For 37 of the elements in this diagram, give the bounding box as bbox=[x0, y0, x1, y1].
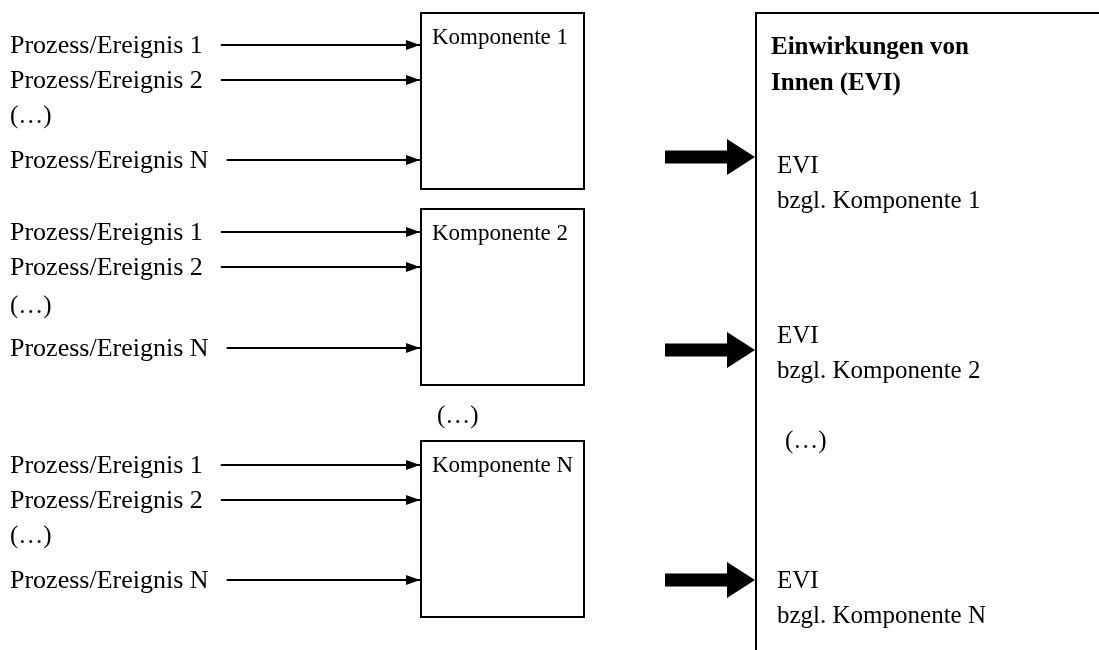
ellipsis-label: (…) bbox=[10, 290, 52, 320]
component-box: Komponente 1 bbox=[420, 12, 585, 190]
arrow bbox=[219, 75, 421, 85]
arrow bbox=[219, 40, 421, 50]
arrow bbox=[219, 227, 421, 237]
arrow bbox=[219, 495, 421, 505]
process-label: Prozess/Ereignis 2 bbox=[10, 485, 221, 515]
process-label: Prozess/Ereignis 1 bbox=[10, 30, 221, 60]
arrow bbox=[665, 139, 755, 175]
arrow bbox=[665, 562, 755, 598]
effect-text: EVI bbox=[777, 150, 820, 180]
ellipsis-label: (…) bbox=[437, 400, 479, 430]
process-label: Prozess/Ereignis N bbox=[10, 565, 227, 595]
process-label: Prozess/Ereignis 2 bbox=[10, 65, 221, 95]
effect-text: EVI bbox=[777, 565, 820, 595]
effects-panel bbox=[755, 12, 1099, 650]
process-label: Prozess/Ereignis N bbox=[10, 333, 227, 363]
ellipsis-label: (…) bbox=[10, 520, 52, 550]
component-box: Komponente 2 bbox=[420, 208, 585, 386]
arrow bbox=[225, 575, 421, 585]
effect-text: bzgl. Komponente 1 bbox=[777, 185, 982, 215]
arrow bbox=[665, 332, 755, 368]
ellipsis-label: (…) bbox=[785, 425, 827, 455]
arrow bbox=[225, 343, 421, 353]
arrow bbox=[219, 262, 421, 272]
effect-text: bzgl. Komponente N bbox=[777, 600, 987, 630]
process-label: Prozess/Ereignis 1 bbox=[10, 217, 221, 247]
panel-heading: Einwirkungen von Innen (EVI) bbox=[771, 31, 970, 98]
ellipsis-label: (…) bbox=[10, 100, 52, 130]
process-label: Prozess/Ereignis 1 bbox=[10, 450, 221, 480]
effect-text: bzgl. Komponente 2 bbox=[777, 355, 982, 385]
component-box: Komponente N bbox=[420, 440, 585, 618]
effect-text: EVI bbox=[777, 320, 820, 350]
process-label: Prozess/Ereignis N bbox=[10, 145, 227, 175]
process-label: Prozess/Ereignis 2 bbox=[10, 252, 221, 282]
arrow bbox=[219, 460, 421, 470]
arrow bbox=[225, 155, 421, 165]
